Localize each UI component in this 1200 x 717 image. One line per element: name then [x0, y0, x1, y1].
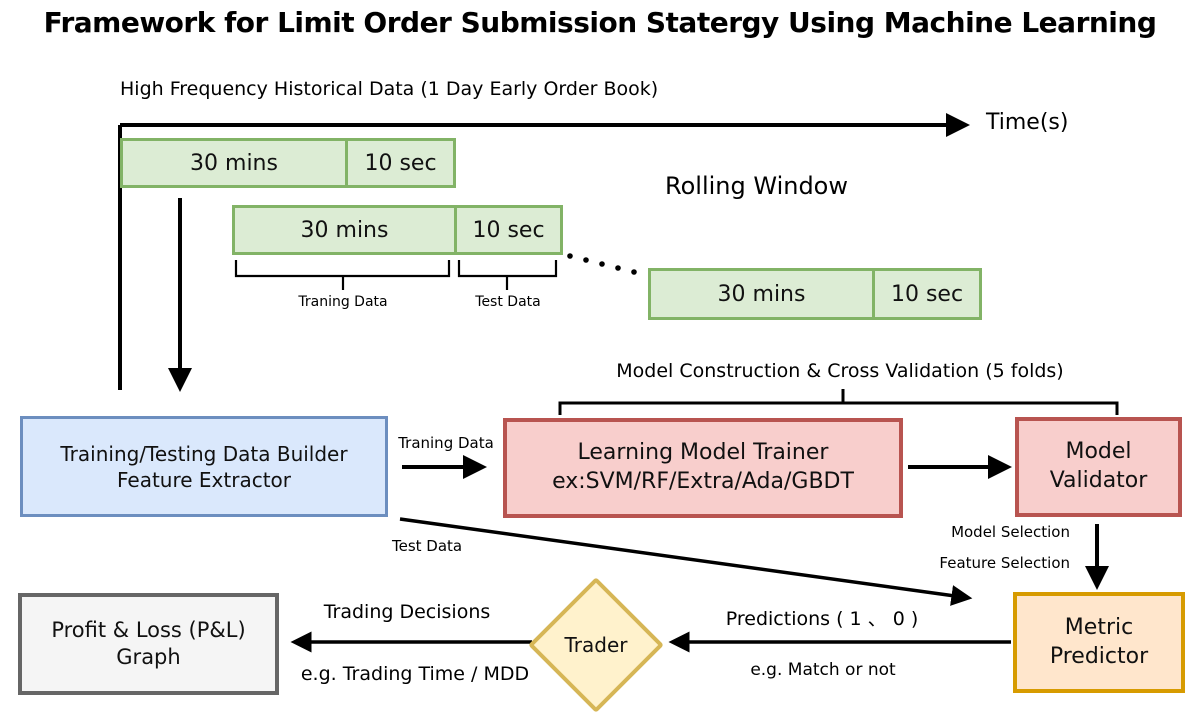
cross-validation-label: Model Construction & Cross Validation (5… [616, 360, 1064, 382]
trading-decisions-label: Trading Decisions [323, 601, 491, 623]
test-brace [457, 260, 558, 278]
window3-train-segment: 30 mins [651, 271, 875, 317]
rolling-window-3: 30 mins 10 sec [648, 268, 982, 320]
model-validator-line1: Model [1065, 439, 1132, 465]
feature-selection-label: Feature Selection [939, 554, 1070, 572]
model-selection-label: Model Selection [951, 523, 1070, 541]
rolling-window-label: Rolling Window [665, 172, 848, 200]
predictions-label: Predictions ( 1 、 0 ) [725, 608, 919, 630]
model-trainer-line2: ex:SVM/RF/Extra/Ada/GBDT [552, 469, 854, 494]
data-builder-node: Training/Testing Data Builder Feature Ex… [20, 416, 388, 517]
data-builder-line1: Training/Testing Data Builder [60, 441, 348, 466]
pnl-graph-line2: Graph [116, 645, 181, 669]
page-title: Framework for Limit Order Submission Sta… [43, 6, 1157, 39]
model-trainer-line1: Learning Model Trainer [577, 440, 829, 466]
trader-label: Trader [564, 633, 628, 657]
rolling-window-2: 30 mins 10 sec [232, 205, 563, 255]
model-trainer-node: Learning Model Trainer ex:SVM/RF/Extra/A… [503, 418, 903, 518]
rolling-window-dots [567, 253, 637, 275]
data-builder-line2: Feature Extractor [116, 467, 292, 492]
window2-train-segment: 30 mins [235, 208, 457, 252]
time-axis-label: Time(s) [986, 110, 1069, 135]
window1-test-segment: 10 sec [364, 150, 437, 176]
model-validator-node: Model Validator [1015, 417, 1182, 517]
test-data-arrow [399, 517, 973, 606]
window3-test-segment: 10 sec [890, 281, 964, 307]
historical-data-label: High Frequency Historical Data (1 Day Ea… [120, 78, 659, 100]
metric-predictor-line1: Metric [1064, 614, 1134, 640]
metric-predictor-node: Metric Predictor [1013, 592, 1185, 693]
trading-decisions-example-label: e.g. Trading Time / MDD [300, 663, 530, 685]
predictions-example-label: e.g. Match or not [750, 660, 896, 680]
window2-test-segment: 10 sec [472, 217, 545, 243]
model-validator-line2: Validator [1049, 468, 1148, 493]
test-data-annotation: Test Data [475, 294, 541, 310]
pnl-graph-node: Profit & Loss (P&L) Graph [18, 593, 279, 695]
window1-train-segment: 30 mins [123, 141, 348, 185]
test-data-edge-label: Test Data [392, 537, 463, 555]
metric-predictor-line2: Predictor [1049, 643, 1149, 669]
training-data-annotation: Traning Data [298, 294, 388, 310]
traning-data-edge-label: Traning Data [398, 434, 494, 452]
trader-node: Trader [528, 577, 664, 713]
rolling-window-1: 30 mins 10 sec [120, 138, 456, 188]
training-brace [234, 260, 451, 278]
cross-validation-bracket [558, 401, 1119, 415]
pnl-graph-line1: Profit & Loss (P&L) [51, 617, 246, 642]
